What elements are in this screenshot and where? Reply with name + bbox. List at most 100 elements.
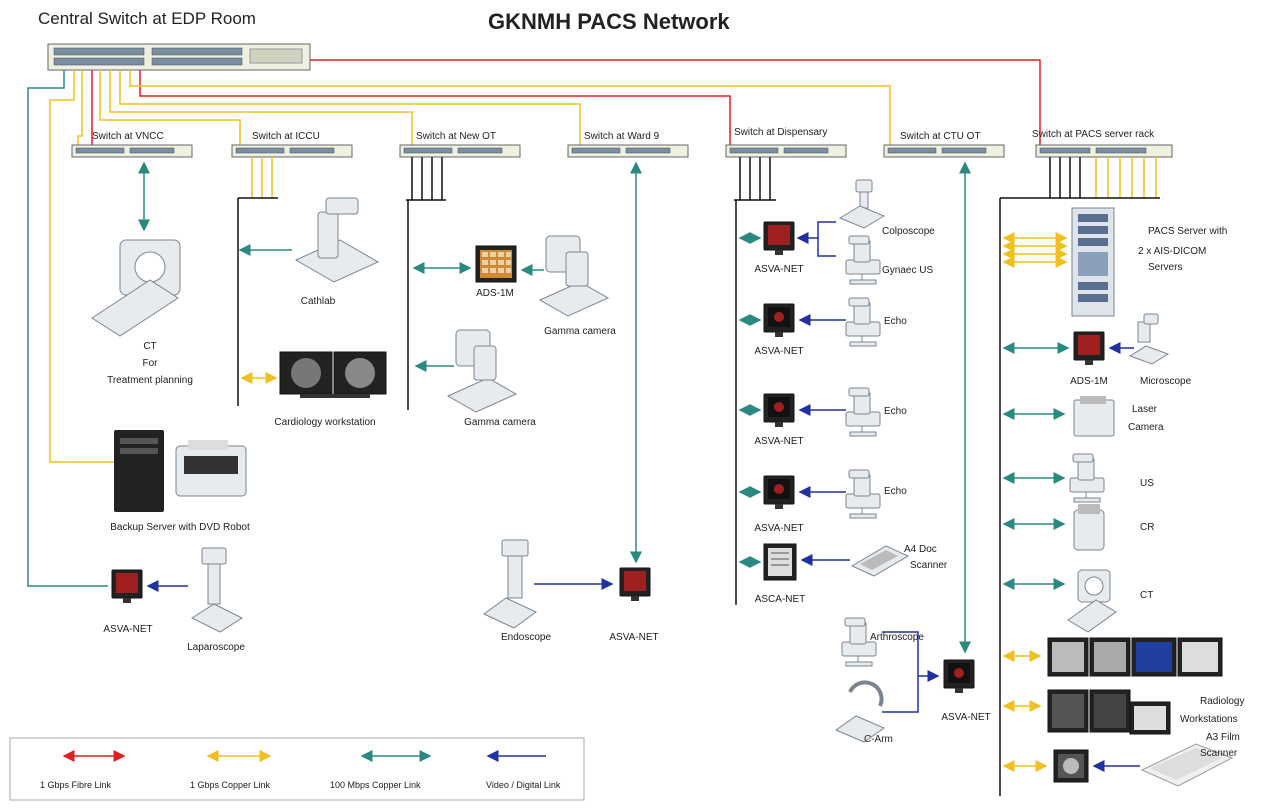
svg-text:Switch at ICCU: Switch at ICCU [252,131,320,142]
copper-link-iccu [99,70,241,145]
pacs-server-label-3: Servers [1148,262,1182,273]
c-arm-label: C-Arm [864,734,893,745]
legend-fibre-label: 1 Gbps Fibre Link [40,780,112,790]
switch-dispensary: Switch at Dispensary [725,127,847,158]
cr-label: CR [1140,522,1154,533]
a4-scanner-icon [850,545,910,577]
endoscope-icon [483,539,537,629]
copper-link-new-ot [109,70,413,145]
ct-label: CT [143,341,156,352]
laparoscope-icon [190,547,244,633]
cardiology-ws-label: Cardiology workstation [274,417,375,428]
switch-ward9: Switch at Ward 9 [567,131,689,158]
asva-dispensary-2-label: ASVA-NET [754,346,803,357]
copper-link-vncc [77,70,83,145]
a3-workstation-icon [1053,749,1089,783]
radiology-ws-label-1: Radiology [1200,696,1244,707]
asva-laparoscope-label: ASVA-NET [103,624,152,635]
fibre-link-pacs-rack [310,59,1041,145]
asva-dispensary-1-monitor [763,221,795,256]
a4-scanner-label-1: A4 Doc [904,544,937,555]
cardiology-workstation-icon [279,351,387,398]
radiology-ws-label-2: Workstations [1180,714,1238,725]
gamma-camera-1-icon [538,235,610,317]
endoscope-label: Endoscope [501,632,551,643]
ct-rack-icon [1067,569,1117,633]
svg-text:Switch at Ward 9: Switch at Ward 9 [584,131,660,142]
asva-dispensary-4-label: ASVA-NET [754,523,803,534]
asca-net-label: ASCA-NET [755,594,806,605]
gamma-camera-1-label: Gamma camera [544,326,616,337]
asva-endoscope-monitor [619,567,651,602]
asva-ctu-label: ASVA-NET [941,712,990,723]
switch-ctu-ot: Switch at CTU OT [883,131,1005,158]
link-arthro-carm [882,631,919,713]
laser-camera-icon [1073,396,1115,437]
a3-scanner-label-1: A3 Film [1206,732,1240,743]
asva-dispensary-3-label: ASVA-NET [754,436,803,447]
laser-camera-label-1: Laser [1132,404,1158,415]
asva-laparoscope-monitor [111,569,143,604]
backup-server-icon [114,430,247,512]
legend-video-label: Video / Digital Link [486,780,561,790]
svg-text:Switch at PACS server rack: Switch at PACS server rack [1032,129,1155,140]
arthroscope-label: Arthroscope [870,632,924,643]
echo-1-label: Echo [884,316,907,327]
copper-link-ctu-ot [129,70,891,145]
a4-scanner-label-2: Scanner [910,560,948,571]
ct-treatment-label: Treatment planning [107,375,193,386]
laparoscope-label: Laparoscope [187,642,245,653]
cr-reader-icon [1073,504,1105,551]
ct-rack-label: CT [1140,590,1153,601]
ads1m-rack-label: ADS-1M [1070,376,1108,387]
switch-new-ot: Switch at New OT [399,131,521,158]
colposcope-icon [838,179,886,229]
c-arm-icon [834,680,886,743]
asva-dispensary-4-monitor [763,475,795,510]
backup-server-label: Backup Server with DVD Robot [110,522,250,533]
fibre-link-dispensary [139,70,731,145]
asca-net-monitor [763,543,797,581]
switch-iccu: Switch at ICCU [231,131,353,158]
svg-text:Switch at New OT: Switch at New OT [416,131,496,142]
gynaec-us-label: Gynaec US [882,265,933,276]
legend: 1 Gbps Fibre Link 1 Gbps Copper Link 100… [9,737,585,801]
legend-copper100-label: 100 Mbps Copper Link [330,780,421,790]
a3-film-scanner-icon [1140,743,1234,787]
gamma-camera-2-label: Gamma camera [464,417,536,428]
link-asva-laparoscope [27,70,108,587]
echo-3-icon [845,469,881,519]
microscope-icon [1128,313,1170,365]
asva-dispensary-1-label: ASVA-NET [754,264,803,275]
pacs-server-label-2: 2 x AIS-DICOM [1138,246,1206,257]
legend-copper1g-label: 1 Gbps Copper Link [190,780,271,790]
ct-scanner-icon [91,239,181,337]
laser-camera-label-2: Camera [1128,422,1164,433]
gamma-camera-2-icon [446,329,518,413]
ads1m-monitor-icon [475,245,517,283]
pacs-server-rack-icon [1071,207,1115,317]
ct-for-label: For [143,358,159,369]
svg-text:Switch at CTU OT: Switch at CTU OT [900,131,981,142]
svg-text:Switch at Dispensary: Switch at Dispensary [734,127,827,138]
microscope-label: Microscope [1140,376,1192,387]
asva-endoscope-label: ASVA-NET [609,632,658,643]
cathlab-icon [294,197,380,283]
ultrasound-icon [1069,453,1105,503]
central-switch-label: Central Switch at EDP Room [38,9,256,28]
us-label: US [1140,478,1154,489]
colposcope-label: Colposcope [882,226,935,237]
a3-scanner-label-2: Scanner [1200,748,1238,759]
echo-3-label: Echo [884,486,907,497]
gynaec-us-icon [845,235,881,285]
diagram-title: GKNMH PACS Network [488,9,730,34]
asva-dispensary-2-monitor [763,303,795,338]
radiology-workstation-2-icon [1047,689,1171,735]
ads1m-rack-monitor [1073,331,1105,366]
asva-dispensary-3-monitor [763,393,795,428]
switch-pacs-rack: Switch at PACS server rack [1032,129,1173,158]
link-colpo-gynaec [817,221,836,257]
svg-text:Switch at VNCC: Switch at VNCC [92,131,164,142]
copper-link-ward9 [119,70,581,145]
